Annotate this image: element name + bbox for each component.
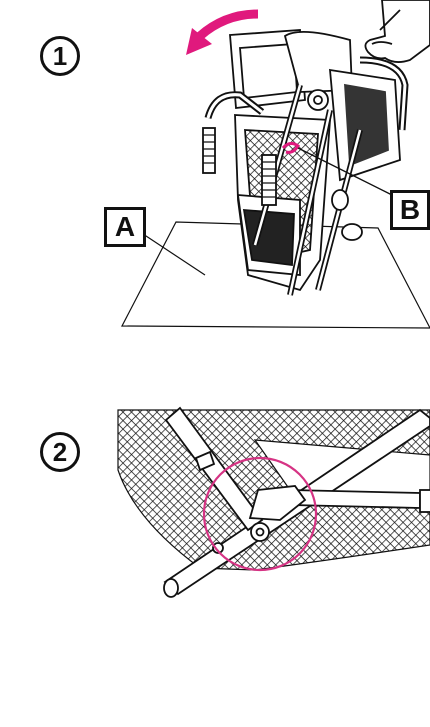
step-2-badge: 2 — [40, 432, 80, 472]
callout-b-leader — [297, 147, 395, 197]
step-1-badge: 1 — [40, 36, 80, 76]
step2-illustration — [117, 406, 430, 598]
step1-illustration — [121, 0, 430, 329]
callout-label-b: B — [390, 190, 430, 230]
curved-arrow-head — [186, 28, 212, 55]
latch-b-marker — [281, 141, 301, 154]
curved-arrow-icon — [197, 9, 259, 40]
callout-a-leader — [139, 231, 206, 276]
hand-icon — [364, 0, 430, 63]
folded-stroller — [202, 29, 409, 296]
callout-label-a: A — [104, 207, 146, 247]
highlight-circle — [202, 456, 318, 572]
